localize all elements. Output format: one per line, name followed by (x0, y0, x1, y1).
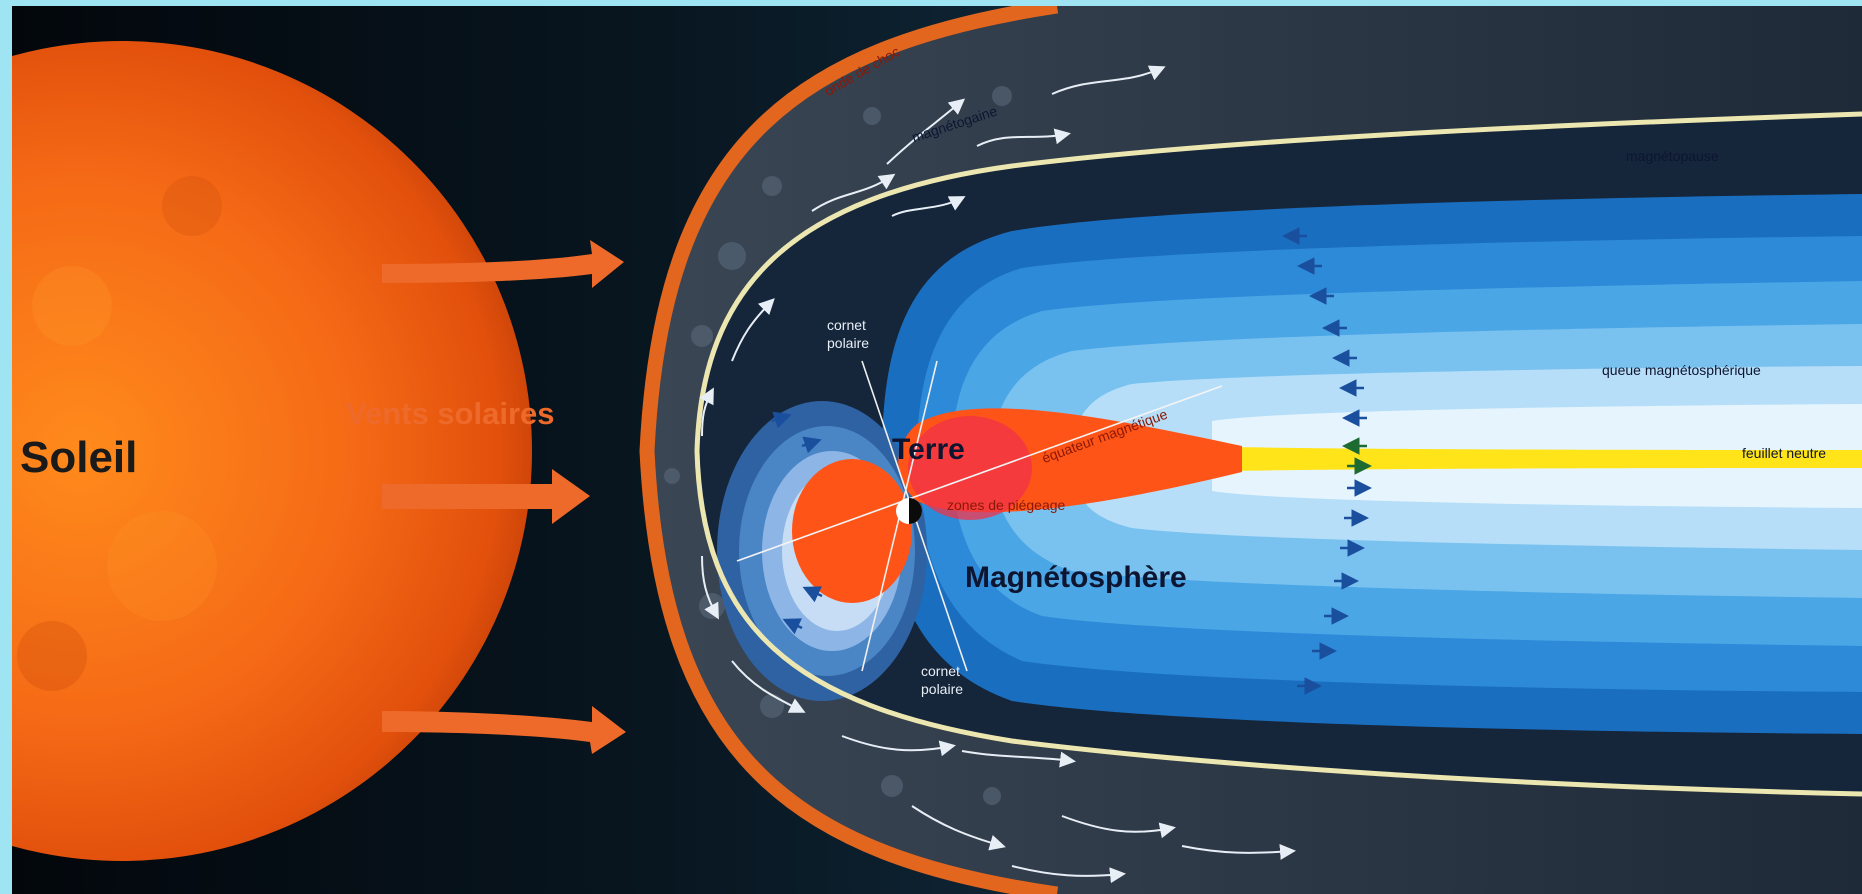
magnetopause-label: magnétopause (1626, 149, 1719, 163)
sun-label: Soleil (20, 436, 137, 480)
polar-cusp-bottom-line2: polaire (921, 682, 963, 696)
magnetotail-label: queue magnétosphérique (1602, 363, 1761, 377)
solar-wind-label: Vents solaires (346, 398, 555, 429)
neutral-sheet-label: feuillet neutre (1742, 446, 1826, 460)
earth-label: Terre (892, 435, 965, 465)
trapping-zones-label: zones de piégeage (947, 498, 1065, 512)
polar-cusp-top-line2: polaire (827, 336, 869, 350)
polar-cusp-bottom-line1: cornet (921, 664, 960, 678)
diagram-frame: Soleil Vents solaires onde de choc magné… (12, 6, 1862, 894)
earth (896, 498, 922, 524)
polar-cusp-top-line1: cornet (827, 318, 866, 332)
magnetosphere-label: Magnétosphère (965, 563, 1187, 593)
